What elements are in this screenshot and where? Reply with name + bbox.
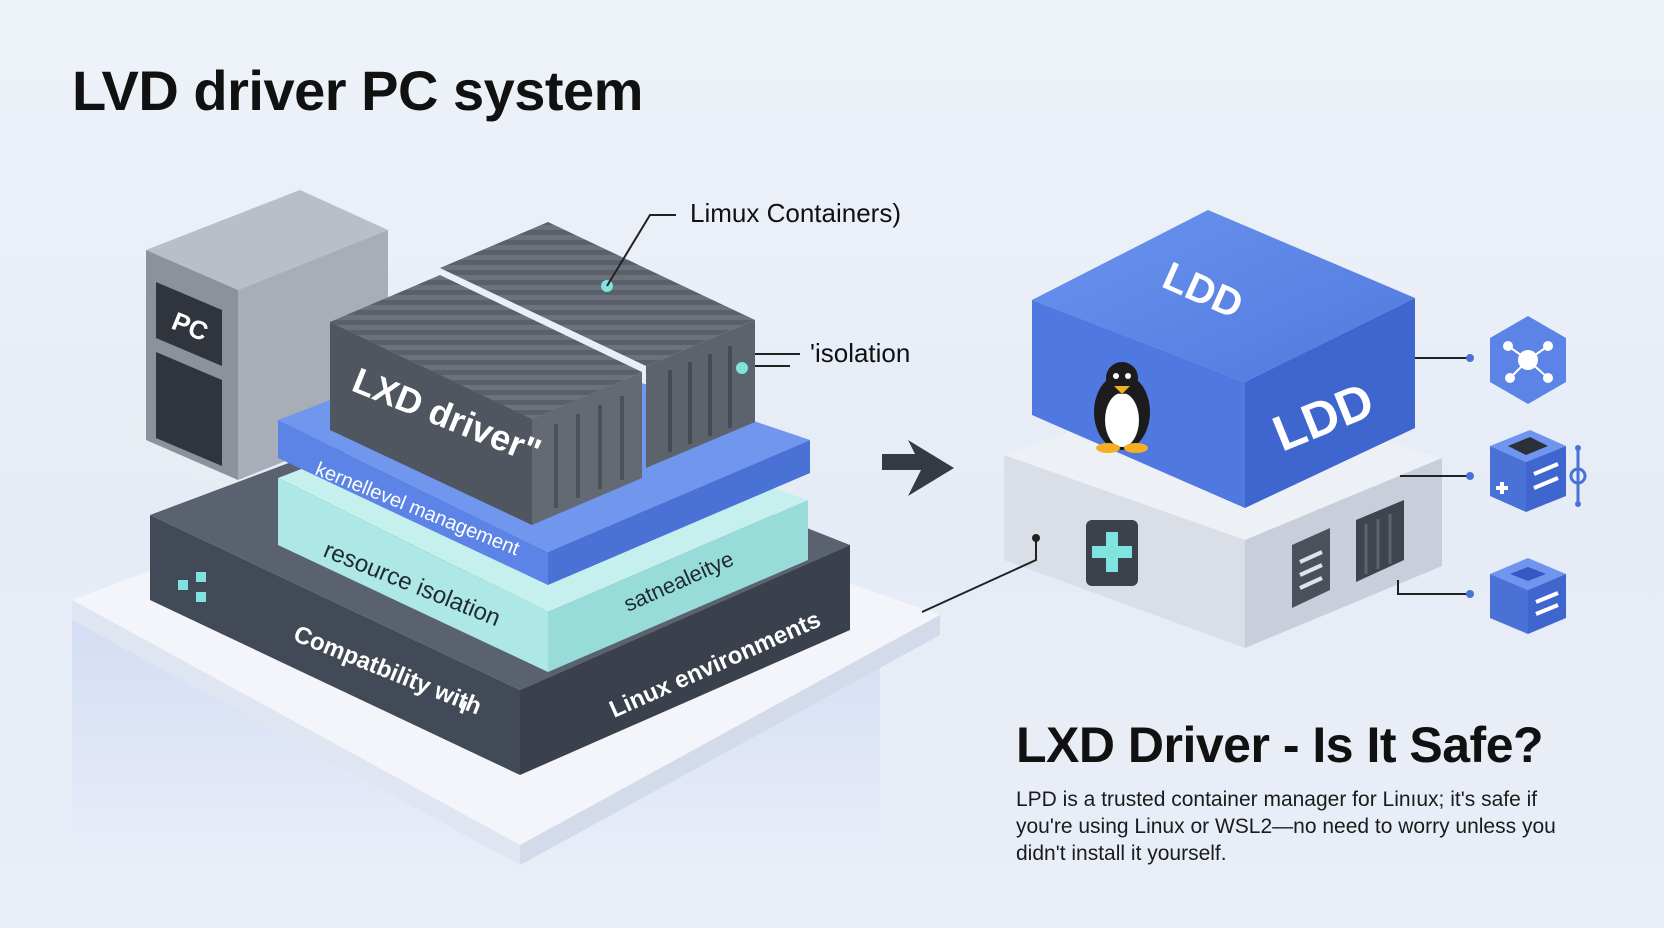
tux-penguin-icon (1094, 362, 1150, 453)
storage-cube-icon (1490, 558, 1566, 634)
callout-linux-containers: Limux Containers) (606, 198, 901, 287)
container-lxd-driver: LXD driver" (330, 275, 642, 525)
safety-description: LPD is a trusted container manager for L… (1016, 788, 1556, 865)
callout-isolation: 'isolation (755, 338, 910, 368)
linux-containers-label: Limux Containers) (690, 198, 901, 228)
ldd-cube: LDD LDD (1032, 210, 1415, 508)
grid-icon (178, 580, 188, 590)
page-title: LVD driver PC system (72, 59, 643, 122)
arrow-right-icon (882, 440, 954, 496)
server-node-icon (1490, 430, 1587, 512)
isolation-label: 'isolation (810, 338, 910, 368)
container-back (440, 222, 755, 468)
safety-heading: LXD Driver - Is It Safe? (1016, 717, 1544, 773)
network-hex-icon (1490, 316, 1566, 404)
connector-lines (1397, 354, 1474, 598)
